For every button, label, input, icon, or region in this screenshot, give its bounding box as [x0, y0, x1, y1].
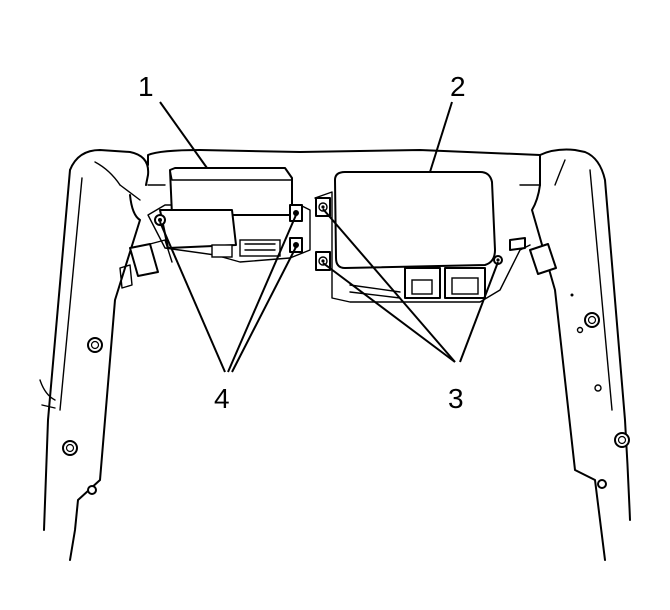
leader-2 [429, 101, 453, 173]
callout-1: 1 [138, 71, 154, 102]
frame-fasteners [39, 293, 630, 495]
leader-3b [322, 262, 456, 363]
leader-lines [159, 101, 499, 373]
module-2 [314, 171, 557, 303]
leader-1 [159, 101, 208, 169]
callout-2: 2 [450, 71, 466, 102]
mounting-frame [43, 148, 631, 561]
leader-4c [231, 246, 297, 373]
callouts: 1 2 3 4 [138, 71, 466, 414]
module-1 [119, 167, 311, 289]
leader-3c [459, 261, 499, 363]
callout-4: 4 [214, 383, 230, 414]
leader-4a [159, 221, 226, 373]
leader-4b [227, 214, 297, 373]
leader-3a [322, 208, 456, 363]
callout-3: 3 [448, 383, 464, 414]
